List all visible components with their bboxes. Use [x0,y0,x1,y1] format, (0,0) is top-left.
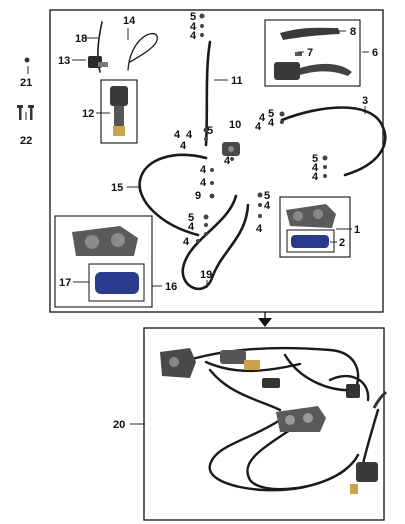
brake-lever-icon [274,27,352,80]
label-part-10: 10 [229,119,241,131]
label-part-4: 4 [180,140,187,152]
label-part-18: 18 [75,33,87,45]
label-part-5: 5 [312,153,318,165]
down-arrow-icon [258,318,272,327]
label-part-7: 7 [307,47,313,59]
hose-11 [204,40,212,147]
wire-18 [97,21,103,73]
label-part-14: 14 [123,15,136,27]
label-part-4: 4 [200,177,207,189]
label-part-5: 5 [268,108,274,120]
rear-caliper-icon [72,226,138,256]
label-part-4: 4 [186,129,193,141]
label-part-4: 4 [268,117,275,129]
master-cylinder-icon [110,86,128,136]
front-caliper-icon [286,204,336,228]
label-part-4: 4 [174,129,181,141]
master-cylinder-box [100,79,138,144]
label-part-12: 12 [82,108,94,120]
label-part-4: 4 [264,200,271,212]
label-part-1: 1 [354,224,360,236]
part-number-labels: 5 4 4 14 18 13 21 22 12 11 8 7 6 10 4 5 … [20,11,378,431]
label-part-4: 4 [312,162,319,174]
front-pad-icon [291,235,329,248]
hoses [97,21,387,291]
switch-icon [88,56,108,68]
label-part-4: 4 [259,112,266,124]
lever-group-box [264,19,361,87]
label-part-4: 4 [183,236,190,248]
label-part-3: 3 [362,95,368,107]
label-part-4: 4 [190,30,197,42]
label-part-16: 16 [165,281,177,293]
hose-19 [181,194,250,291]
hose-3 [280,106,387,177]
label-part-5: 5 [207,125,213,137]
label-part-15: 15 [111,182,123,194]
complete-assembly-illustration [160,346,388,494]
label-part-2: 2 [339,237,345,249]
label-part-11: 11 [231,75,243,87]
bolt-icons [17,57,34,120]
label-part-5: 5 [190,11,196,23]
callout-leaders [25,28,369,425]
label-part-9: 9 [195,190,201,202]
label-part-13: 13 [58,55,70,67]
rear-pad-box [88,263,145,302]
hose-15 [138,153,208,237]
label-part-4: 4 [200,164,207,176]
label-part-4: 4 [188,221,195,233]
label-part-6: 6 [372,47,378,59]
label-part-5: 5 [264,190,270,202]
rear-pad-icon [95,272,139,294]
rear-caliper-box [54,215,153,308]
main-assembly-frame [49,9,384,313]
label-part-21: 21 [20,77,32,89]
label-part-4: 4 [190,21,197,33]
label-part-19: 19 [200,269,212,281]
wire-14 [127,32,158,71]
label-part-22: 22 [20,135,32,147]
label-part-4: 4 [312,171,319,183]
fastener-icons [196,13,328,243]
label-part-4: 4 [256,223,263,235]
front-caliper-box [279,196,351,258]
label-part-4: 4 [224,155,231,167]
label-part-17: 17 [59,277,71,289]
label-part-8: 8 [350,26,356,38]
label-part-20: 20 [113,419,125,431]
front-pad-box [286,229,335,253]
label-part-5: 5 [188,212,194,224]
label-part-4: 4 [255,121,262,133]
